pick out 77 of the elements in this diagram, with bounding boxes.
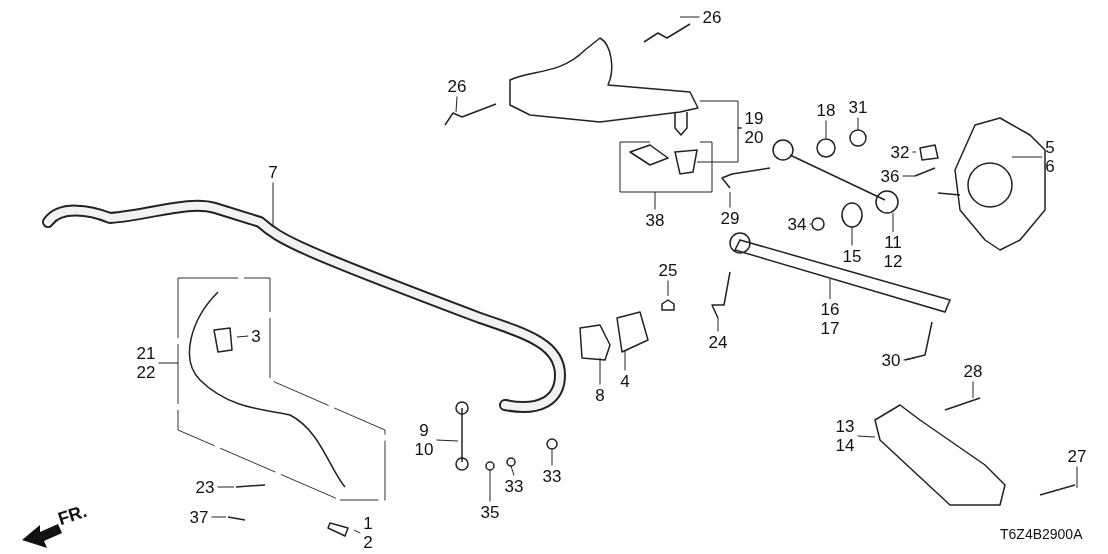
leader-line: [599, 357, 601, 385]
leader-line: [717, 317, 719, 332]
callout-number: 13: [835, 417, 855, 436]
callout-number: 6: [1045, 157, 1055, 176]
callout-number: 25: [658, 260, 678, 280]
callout-number: 5: [1045, 138, 1055, 157]
callout-number: 37: [189, 507, 209, 527]
callout-number: 8: [595, 385, 605, 405]
leader-line: [667, 280, 669, 297]
leader-line: [1011, 156, 1043, 158]
callout-number: 23: [195, 477, 215, 497]
callout-number: 4: [620, 371, 630, 391]
leader-line: [679, 16, 701, 18]
leader-line: [654, 191, 656, 210]
callout-number: 38: [645, 210, 665, 230]
leader-line: [729, 191, 731, 208]
callout-number: 11: [883, 233, 903, 252]
callout-number: 21: [136, 344, 156, 363]
callout-number: 15: [842, 246, 862, 266]
kit-bracket: [619, 141, 713, 193]
callout-number: 33: [542, 466, 562, 486]
callout-number: 36: [880, 166, 900, 186]
callout-number: 20: [744, 128, 764, 147]
leader-line: [353, 529, 361, 534]
callout-number: 14: [835, 436, 855, 455]
leader-line: [510, 465, 515, 476]
leader-line: [236, 335, 249, 338]
leader-line: [829, 278, 831, 300]
leader-line: [624, 349, 626, 371]
callout-number: 31: [848, 97, 868, 117]
callout-number: 17: [820, 319, 840, 338]
callout-number: 24: [708, 332, 728, 352]
leader-line: [911, 151, 917, 153]
leader-line: [851, 226, 853, 246]
callout-number: 29: [720, 208, 740, 228]
leader-line: [856, 435, 876, 438]
callout-number: 9: [418, 421, 430, 440]
leader-line: [435, 439, 459, 442]
leader-line: [272, 182, 274, 227]
diagram-code: T6Z4B2900A: [1000, 526, 1083, 542]
callout-number: 34: [787, 214, 807, 234]
callout-number: 33: [504, 476, 524, 496]
callout-number: 19: [744, 109, 764, 128]
leader-line: [857, 117, 859, 131]
callout-number: 1: [363, 514, 373, 533]
callout-number: 3: [251, 326, 261, 346]
callout-number: 10: [414, 440, 434, 459]
leader-line: [1076, 466, 1078, 489]
callout-number: 30: [881, 350, 901, 370]
callout-number: 26: [447, 76, 467, 96]
callout-number: 32: [890, 142, 910, 162]
callout-number: 28: [963, 361, 983, 381]
leader-line: [210, 516, 227, 518]
leader-line: [696, 127, 743, 163]
leader-line: [157, 362, 179, 364]
callout-number: 26: [702, 7, 722, 27]
callout-number: 27: [1067, 446, 1087, 466]
callout-number: 22: [136, 363, 156, 382]
leader-line: [455, 96, 458, 113]
callout-number: 2: [363, 533, 373, 552]
leader-line: [825, 120, 827, 139]
leader-line: [551, 448, 553, 466]
callout-number: 35: [480, 502, 500, 522]
callout-number: 18: [816, 100, 836, 120]
leader-line: [892, 212, 894, 233]
leader-line: [216, 486, 235, 488]
direction-label: FR.: [55, 501, 90, 530]
leader-line: [489, 469, 491, 502]
leader-line: [808, 223, 812, 225]
callout-number: 7: [268, 162, 278, 182]
dust-boot: [674, 149, 698, 175]
washer: [485, 461, 495, 471]
leader-line: [902, 357, 915, 361]
leader-line: [972, 381, 974, 399]
callout-number: 12: [883, 252, 903, 271]
callout-number: 16: [820, 300, 840, 319]
leader-line: [901, 175, 916, 177]
